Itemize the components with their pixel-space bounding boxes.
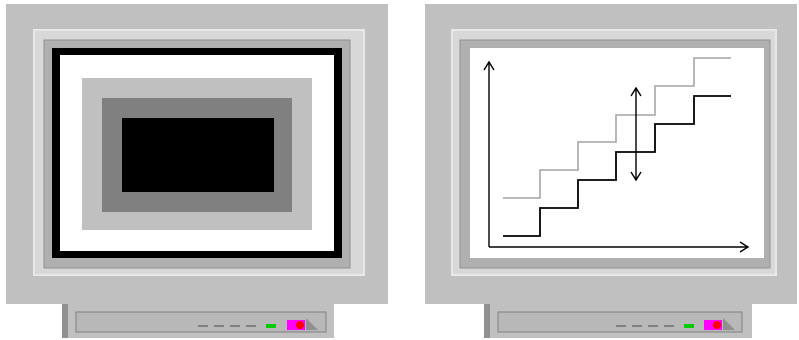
right-base-dash-3: [648, 325, 658, 327]
right-base-green-led: [684, 324, 694, 328]
right-base-power-indicator: [713, 321, 721, 329]
left-base-dash-3: [230, 325, 240, 327]
right-monitor-base: [484, 304, 752, 338]
right-base-dash-2: [632, 325, 642, 327]
right-base-dash-1: [616, 325, 626, 327]
right-base-dash-4: [664, 325, 674, 327]
left-base-dash-4: [246, 325, 256, 327]
left-base-dash-2: [214, 325, 224, 327]
left-base-power-indicator: [296, 321, 304, 329]
left-monitor: [6, 4, 388, 338]
left-base-dash-1: [198, 325, 208, 327]
left-base-green-led: [266, 324, 276, 328]
left-monitor-base: [62, 304, 334, 338]
left-screen-center-black-rect: [122, 118, 274, 192]
right-monitor: [425, 4, 797, 338]
right-screen: [470, 48, 764, 258]
